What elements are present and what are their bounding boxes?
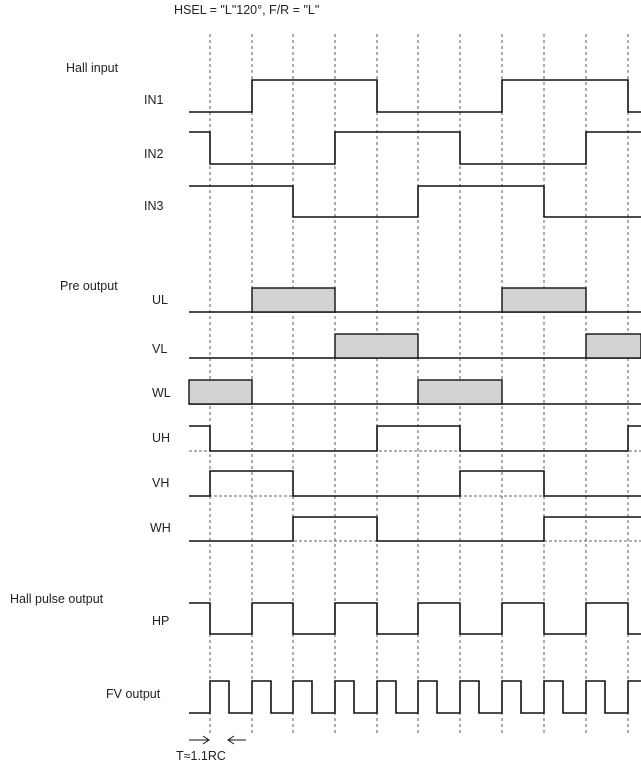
- signal-label-ul: UL: [152, 293, 168, 307]
- signal-label-hp: HP: [152, 614, 169, 628]
- signal-label-in2: IN2: [144, 147, 164, 161]
- waveform-ul-pulse: [251, 287, 336, 313]
- waveform-vl-pulse: [334, 333, 419, 359]
- waveforms: [188, 79, 641, 714]
- waveform-uh: [189, 425, 641, 452]
- signal-label-wl: WL: [152, 386, 171, 400]
- waveform-ul-pulse: [501, 287, 587, 313]
- waveform-in1: [189, 79, 641, 113]
- waveform-vh: [189, 470, 641, 497]
- signal-label-vl: VL: [152, 342, 167, 356]
- group-label-hall-input: Hall input: [66, 61, 119, 75]
- waveform-in2: [189, 131, 641, 165]
- waveform-hp: [189, 602, 641, 635]
- period-annotation-label: T≈1.1RC: [176, 749, 226, 763]
- signal-label-vh: VH: [152, 476, 169, 490]
- group-label-hall-pulse-output: Hall pulse output: [10, 592, 104, 606]
- group-label-fv-output: FV output: [106, 687, 161, 701]
- waveform-vl: [189, 333, 641, 359]
- waveform-wl: [188, 379, 641, 405]
- signal-label-uh: UH: [152, 431, 170, 445]
- waveform-fv: [189, 680, 641, 714]
- period-annotation: [189, 735, 246, 745]
- waveform-wl-pulse: [188, 379, 253, 405]
- waveform-ul: [189, 287, 641, 313]
- signal-label-in1: IN1: [144, 93, 164, 107]
- waveform-vl-pulse: [585, 333, 641, 359]
- signal-label-wh: WH: [150, 521, 171, 535]
- group-label-pre-output: Pre output: [60, 279, 118, 293]
- waveform-wl-pulse: [417, 379, 503, 405]
- diagram-title: HSEL = "L"120°, F/R = "L": [174, 3, 319, 17]
- signal-label-in3: IN3: [144, 199, 164, 213]
- waveform-in3: [189, 185, 641, 218]
- waveform-wh: [189, 516, 641, 542]
